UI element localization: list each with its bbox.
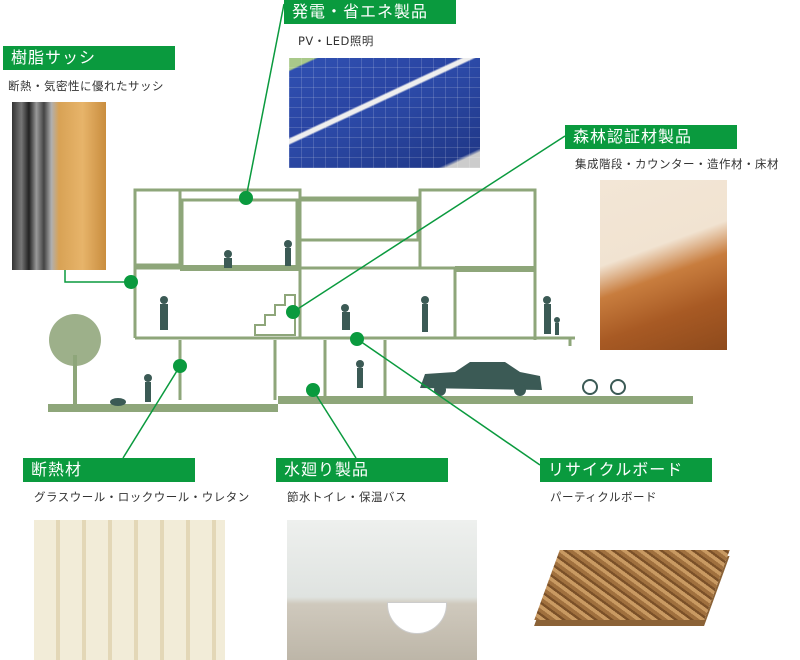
hotspot-stairs: [286, 305, 300, 319]
label-water-fixtures: 水廻り製品: [276, 458, 448, 482]
hotspot-board: [350, 332, 364, 346]
label-solar: 発電・省エネ製品: [284, 0, 456, 24]
ground-and-floors: [48, 265, 693, 412]
hotspot-dots: [124, 191, 364, 397]
bathtub-shape: [387, 602, 447, 634]
hotspot-insulation: [173, 359, 187, 373]
label-recycled-board: リサイクルボード: [540, 458, 712, 482]
bathroom-photo: [287, 520, 477, 660]
solar-panel-photo: [289, 58, 480, 168]
leader-lines: [64, 3, 566, 466]
label-insulation: 断熱材: [23, 458, 195, 482]
desc-water-fixtures: 節水トイレ・保温バス: [287, 490, 407, 504]
desc-resin-sash: 断熱・気密性に優れたサッシ: [8, 79, 164, 93]
hotspot-sash: [124, 275, 138, 289]
desc-recycled-board: パーティクルボード: [550, 490, 657, 504]
desc-insulation: グラスウール・ロックウール・ウレタン: [34, 490, 250, 504]
desc-solar: PV・LED照明: [298, 34, 374, 48]
desc-certified-wood: 集成階段・カウンター・造作材・床材: [575, 157, 779, 171]
particle-board-photo: [534, 520, 730, 660]
label-resin-sash: 樹脂サッシ: [3, 46, 175, 70]
wooden-staircase-photo: [600, 180, 727, 350]
insulation-photo: [34, 520, 225, 660]
board-shape: [534, 550, 730, 620]
hotspot-solar: [239, 191, 253, 205]
hotspot-bath: [306, 383, 320, 397]
silhouettes: [49, 240, 626, 406]
resin-sash-photo: [12, 102, 106, 270]
label-certified-wood: 森林認証材製品: [565, 125, 737, 149]
